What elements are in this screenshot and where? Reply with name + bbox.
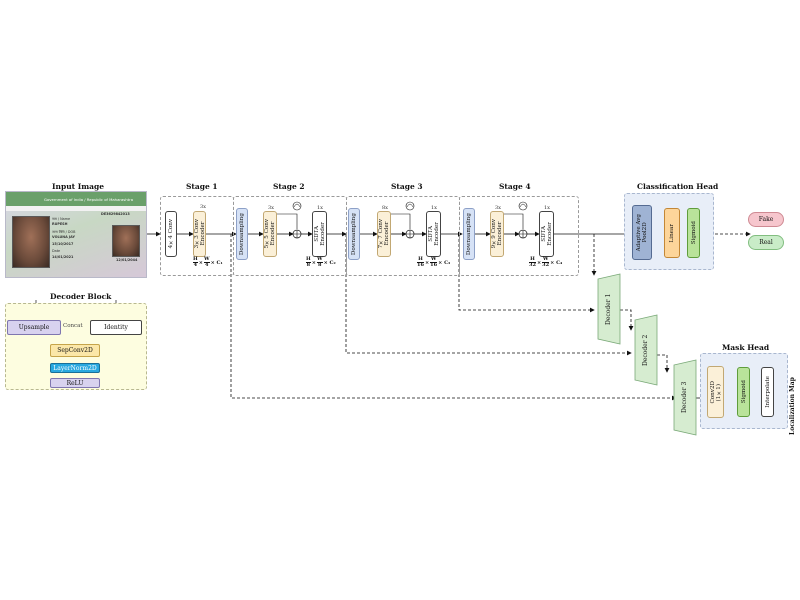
decoder-1-label: Decoder 1: [605, 293, 612, 325]
conv2d-1x1-block: Conv2D (1×1): [707, 366, 724, 418]
id-card-photo: [12, 216, 50, 268]
stage-2-title: Stage 2: [273, 182, 305, 191]
decoder-2-shape: [634, 314, 658, 386]
input-id-card-image: Government of India / Republic of Mahara…: [5, 191, 147, 278]
decoder-2-label: Decoder 2: [642, 334, 649, 366]
stage-3-encoder-block: 7×7 Conv Encoder: [377, 211, 391, 257]
stage-1-conv-block: 4×4 Conv: [165, 211, 177, 257]
stage-4-downsampling-block: Downsampling: [463, 208, 475, 260]
skip-stage1-decoder3: [230, 234, 677, 401]
decoder-3-label: Decoder 3: [681, 381, 688, 413]
classification-head-title: Classification Head: [637, 182, 719, 191]
sepconv2d-block: SepConv2D: [50, 344, 100, 357]
decoder-block-title: Decoder Block: [50, 292, 112, 301]
output-real-label: Real: [748, 235, 784, 250]
mask-head-title: Mask Head: [722, 343, 770, 352]
stage-1-title: Stage 1: [186, 182, 218, 191]
stage-1-encoder-block: 3×3 Conv Encoder: [193, 211, 206, 257]
id-card-photo-small: [112, 225, 140, 257]
relu-block: ReLU: [50, 378, 100, 388]
stage-4-panel: [459, 196, 579, 276]
activation-icon: [405, 201, 415, 211]
localization-map-label: Localization Map: [789, 377, 796, 435]
id-card-header-text: Government of India / Republic of Mahara…: [44, 197, 134, 202]
activation-icon: [292, 201, 302, 211]
decoder-3-shape: [673, 359, 697, 436]
output-fake-label: Fake: [748, 212, 784, 227]
mask-sigmoid-block: Sigmoid: [737, 367, 750, 417]
input-image-title: Input Image: [52, 182, 105, 191]
identity-block: Identity: [90, 320, 142, 335]
decoder-1-shape: [597, 273, 621, 345]
stage-2-downsampling-block: Downsampling: [236, 208, 248, 260]
stage-4-encoder-block: 9×9 Conv Encoder: [490, 211, 504, 257]
arrow-dec1-dec2: [620, 309, 634, 331]
sigmoid-block: Sigmoid: [687, 208, 700, 258]
layernorm2d-block: LayerNorm2D: [50, 363, 100, 373]
interpolate-block: Interpolate: [761, 367, 774, 417]
stage-2-sdta-block: SDTA Encoder: [312, 211, 327, 257]
stage-3-title: Stage 3: [391, 182, 423, 191]
activation-icon: [518, 201, 528, 211]
stage-3-sdta-block: SDTA Encoder: [426, 211, 441, 257]
stage-2-encoder-block: 5×5 Conv Encoder: [263, 211, 277, 257]
stage-3-downsampling-block: Downsampling: [348, 208, 360, 260]
concat-label: Concat: [63, 323, 83, 329]
upsample-block: Upsample: [7, 320, 61, 335]
stage-4-sdta-block: SDTA Encoder: [539, 211, 554, 257]
stage-4-title: Stage 4: [499, 182, 531, 191]
linear-block: Linear: [664, 208, 680, 258]
adaptive-avg-pool-block: Adaptive Avg Pool2D: [632, 205, 652, 260]
arrow-dec2-dec3: [657, 354, 670, 373]
id-card-header-band: [6, 192, 146, 206]
